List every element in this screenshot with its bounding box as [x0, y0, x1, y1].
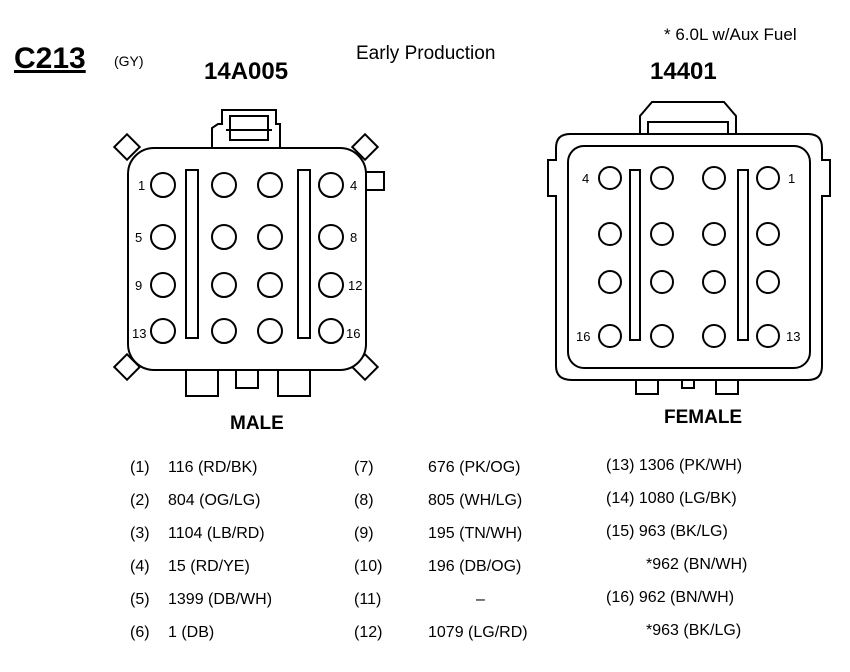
male-pin-label-12: 12 — [348, 278, 362, 293]
male-pin-grid — [150, 172, 344, 344]
pin-circuit: 1079 (LG/RD) — [428, 624, 528, 641]
pin-entry: (14) 1080 (LG/BK) — [606, 490, 737, 507]
female-pin-label-16: 16 — [576, 329, 590, 344]
pin-number: (12) — [354, 624, 383, 641]
pin-entry: (16) 962 (BN/WH) — [606, 589, 735, 606]
male-label: MALE — [230, 413, 284, 434]
pin-number: (9) — [354, 525, 374, 542]
pin-number: (7) — [354, 459, 374, 476]
pin-circuit: 195 (TN/WH) — [428, 525, 523, 542]
pin-circuit: 15 (RD/YE) — [168, 558, 250, 575]
pin-number: (5) — [130, 591, 150, 608]
male-pin-label-13: 13 — [132, 326, 146, 341]
pin-number: (4) — [130, 558, 150, 575]
female-label: FEMALE — [664, 407, 743, 428]
pin-entry-alt: *962 (BN/WH) — [646, 556, 748, 573]
pin-circuit: – — [476, 591, 485, 608]
male-pin-label-8: 8 — [350, 230, 357, 245]
pin-entry: (13) 1306 (PK/WH) — [606, 457, 743, 474]
pin-number: (11) — [354, 591, 382, 608]
male-pin-label-1: 1 — [138, 178, 145, 193]
female-pin-label-4: 4 — [582, 171, 589, 186]
female-pin-label-13: 13 — [786, 329, 800, 344]
pin-number: (3) — [130, 525, 150, 542]
male-pin-label-4: 4 — [350, 178, 357, 193]
pin-circuit: 1104 (LB/RD) — [168, 525, 265, 542]
male-pin-label-16: 16 — [346, 326, 360, 341]
female-connector — [547, 101, 831, 395]
pin-circuit: 804 (OG/LG) — [168, 492, 261, 509]
male-pin-label-5: 5 — [135, 230, 142, 245]
pin-number: (1) — [130, 459, 150, 476]
pin-entry: (15) 963 (BK/LG) — [606, 523, 728, 540]
male-pin-label-9: 9 — [135, 278, 142, 293]
female-pin-label-1: 1 — [788, 171, 795, 186]
pin-circuit: 196 (DB/OG) — [428, 558, 522, 575]
male-connector — [112, 109, 385, 397]
female-part-number: 14401 — [650, 58, 717, 85]
pin-circuit: 805 (WH/LG) — [428, 492, 523, 509]
pin-circuit: 1 (DB) — [168, 624, 215, 641]
aux-fuel-note: * 6.0L w/Aux Fuel — [664, 25, 797, 44]
connector-id: C213 — [14, 42, 86, 75]
pin-circuit: 1399 (DB/WH) — [168, 591, 273, 608]
pin-number: (10) — [354, 558, 383, 575]
pin-circuit: 116 (RD/BK) — [168, 459, 258, 476]
pin-circuit: 676 (PK/OG) — [428, 459, 521, 476]
male-part-number: 14A005 — [204, 58, 289, 85]
pin-number: (6) — [130, 624, 150, 641]
pin-entry-alt: *963 (BK/LG) — [646, 622, 742, 639]
connector-color: (GY) — [114, 53, 144, 69]
pin-number: (2) — [130, 492, 150, 509]
production-note: Early Production — [356, 43, 496, 64]
female-pin-grid — [598, 166, 780, 348]
pin-number: (8) — [354, 492, 374, 509]
